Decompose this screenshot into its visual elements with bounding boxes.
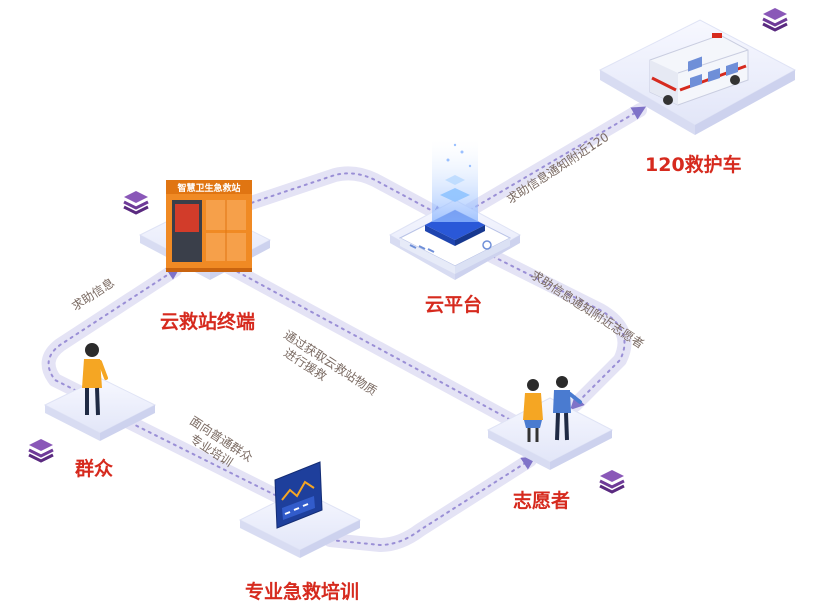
training-node	[238, 461, 362, 558]
public-label: 群众	[75, 458, 114, 480]
terminal-node	[138, 180, 272, 280]
cloud-node	[388, 140, 522, 280]
cloud-label: 云平台	[425, 294, 483, 316]
cloud-server-icon	[398, 140, 512, 274]
person-icon	[82, 343, 108, 416]
flow-dots	[47, 106, 647, 547]
volunteer-label: 志愿者	[513, 490, 571, 512]
public-node	[43, 343, 157, 441]
training-label: 专业急救培训	[245, 581, 360, 603]
ambulance-node	[598, 19, 797, 135]
volunteer-node	[486, 376, 614, 470]
volunteer-icon	[523, 376, 582, 442]
terminal-label: 云救站终端	[160, 311, 256, 333]
ambulance-icon	[649, 33, 749, 106]
training-screen-icon	[274, 461, 323, 529]
terminal-signage: 智慧卫生急救站	[177, 182, 240, 194]
ambulance-label: 120救护车	[645, 154, 742, 176]
first-aid-kiosk-icon	[166, 180, 252, 272]
cube-stack-icon	[28, 8, 788, 494]
